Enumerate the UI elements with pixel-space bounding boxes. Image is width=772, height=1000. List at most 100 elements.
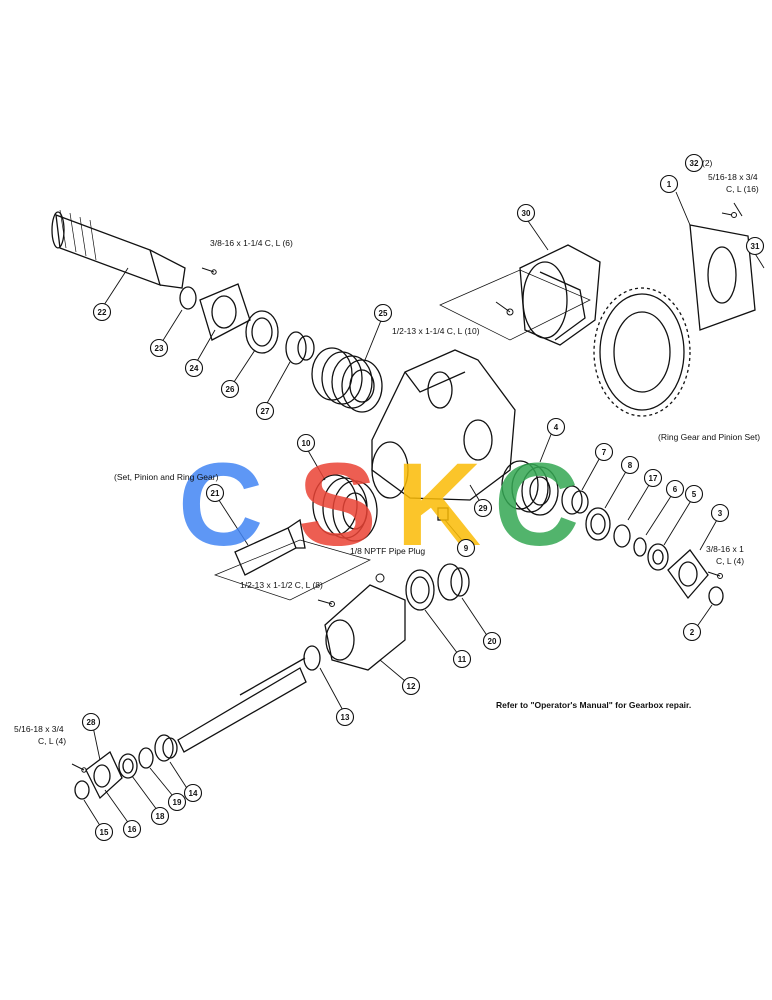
callout-number-18: 18	[156, 812, 165, 821]
callout-number-11: 11	[458, 655, 467, 664]
callout-number-2: 2	[690, 628, 695, 637]
bearing-cup-11	[405, 569, 435, 611]
callout-number-16: 16	[128, 825, 137, 834]
callout-22: 22	[92, 302, 112, 322]
bolts	[71, 202, 743, 773]
callout-circle-17	[643, 468, 663, 488]
pipe-plug-9	[437, 507, 449, 521]
spacer-17	[613, 524, 631, 548]
callout-circle-12	[401, 676, 421, 696]
callout-circle-22	[92, 302, 112, 322]
callout-circle-4	[546, 417, 566, 437]
callout-18: 18	[150, 806, 170, 826]
callout-9: 9	[456, 538, 476, 558]
callout-28: 28	[81, 712, 101, 732]
seal-23	[179, 286, 197, 310]
callout-circle-20	[482, 631, 502, 651]
label-set-pinion-ring-gear: (Set, Pinion and Ring Gear)	[114, 472, 219, 482]
callout-11: 11	[452, 649, 472, 669]
callout-circle-25	[373, 303, 393, 323]
callout-7: 7	[594, 442, 614, 462]
callout-number-12: 12	[407, 682, 416, 691]
callout-1: 1	[659, 174, 679, 194]
label-ring-gear-pinion-set: (Ring Gear and Pinion Set)	[658, 432, 761, 442]
callout-number-4: 4	[554, 423, 559, 432]
callout-number-3: 3	[718, 509, 723, 518]
watermark-letter-4: C	[494, 439, 579, 571]
bearing-7	[561, 485, 589, 515]
spacer-19	[138, 747, 154, 769]
seal-2	[708, 586, 724, 606]
callout-circle-13	[335, 707, 355, 727]
callout-circle-5	[684, 484, 704, 504]
callout-number-30: 30	[522, 209, 531, 218]
label-bolt-5-16-18-bottom-line1: 5/16-18 x 3/4	[14, 724, 64, 734]
callout-circle-23	[149, 338, 169, 358]
label-bolt-1-2-13-x-1-1-2: 1/2-13 x 1-1/2 C, L (8)	[240, 580, 323, 590]
callout-number-27: 27	[261, 407, 270, 416]
callout-circle-29	[473, 498, 493, 518]
callout-13: 13	[335, 707, 355, 727]
callout-circle-9	[456, 538, 476, 558]
callout-24: 24	[184, 358, 204, 378]
callout-circle-19	[167, 792, 187, 812]
watermark: C S K C	[178, 439, 579, 571]
callout-number-6: 6	[673, 485, 678, 494]
callout-circle-32	[684, 153, 704, 173]
callout-10: 10	[296, 433, 316, 453]
callout-26: 26	[220, 379, 240, 399]
callout-27: 27	[255, 401, 275, 421]
shim-pack-25	[311, 347, 383, 413]
callout-circle-27	[255, 401, 275, 421]
bearing-cone-20	[437, 563, 470, 601]
callout-12: 12	[401, 676, 421, 696]
bearing-cone-27	[285, 331, 315, 365]
callout-32: 32	[684, 153, 704, 173]
seal-13	[303, 645, 321, 671]
gearbox-repair-note: Refer to "Operator's Manual" for Gearbox…	[496, 700, 692, 710]
input-shaft-22	[51, 209, 186, 289]
callout-6: 6	[665, 479, 685, 499]
cup-18	[118, 753, 138, 779]
callout-2: 2	[682, 622, 702, 642]
callout-number-9: 9	[464, 544, 469, 553]
callout-circle-16	[122, 819, 142, 839]
callout-31: 31	[745, 236, 765, 256]
shim-pack-10	[312, 474, 378, 542]
callout-3: 3	[710, 503, 730, 523]
callout-circle-11	[452, 649, 472, 669]
callout-17: 17	[643, 468, 663, 488]
carrier-30	[519, 244, 601, 346]
bearing-cup-8	[585, 507, 611, 541]
callout-circle-3	[710, 503, 730, 523]
bolt-pattern-box-bottom	[213, 539, 371, 601]
gearbox-housing-29	[371, 349, 516, 501]
callout-circle-6	[665, 479, 685, 499]
output-housing-12	[324, 584, 406, 671]
callout-4: 4	[546, 417, 566, 437]
callout-number-22: 22	[98, 308, 107, 317]
label-bolt-5-16-18-bottom-line2: C, L (4)	[38, 736, 67, 746]
callout-number-10: 10	[302, 439, 311, 448]
callout-29: 29	[473, 498, 493, 518]
callout-25: 25	[373, 303, 393, 323]
label-bolt-3-8-16-x-1-1-4: 3/8-16 x 1-1/4 C, L (6)	[210, 238, 293, 248]
cap-16	[85, 750, 123, 800]
callout-circle-7	[594, 442, 614, 462]
label-pipe-plug: 1/8 NPTF Pipe Plug	[350, 546, 426, 556]
callout-number-28: 28	[87, 718, 96, 727]
callout-20: 20	[482, 631, 502, 651]
callout-19: 19	[167, 792, 187, 812]
callout-number-24: 24	[190, 364, 199, 373]
washer-6	[633, 537, 647, 557]
label-bolt-5-16-18-top-line1: 5/16-18 x 3/4	[708, 172, 758, 182]
callout-circle-8	[620, 455, 640, 475]
shim-pack-4	[501, 460, 559, 516]
label-bolt-qty-2: (2)	[702, 158, 713, 168]
callout-circle-28	[81, 712, 101, 732]
callout-8: 8	[620, 455, 640, 475]
callout-number-26: 26	[226, 385, 235, 394]
label-bolt-5-16-18-top-line2: C, L (16)	[726, 184, 759, 194]
